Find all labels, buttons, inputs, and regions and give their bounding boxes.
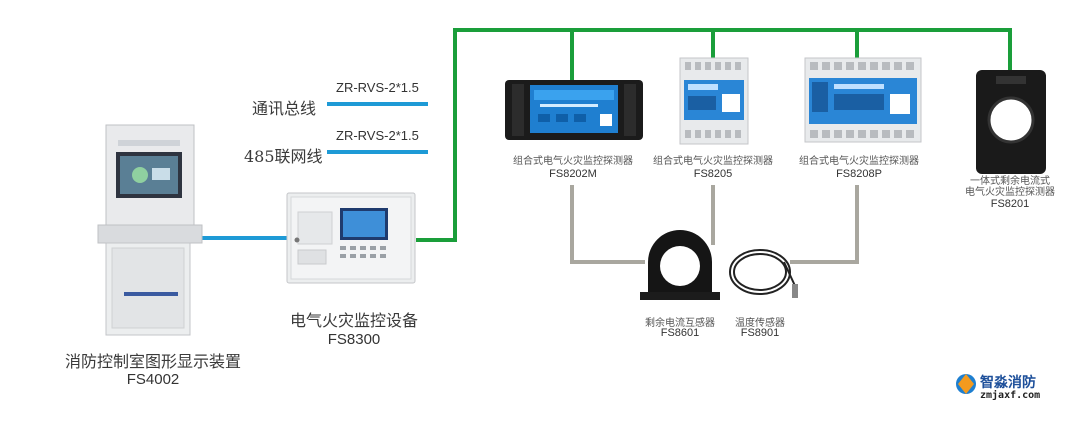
rs485-name: 485联网线: [244, 147, 323, 166]
det4-name-line2: 电气火灾监控探测器: [965, 187, 1055, 198]
ct-model: FS8601: [660, 327, 700, 339]
det3-name: 组合式电气火灾监控探测器: [799, 156, 919, 167]
temp-probe: [792, 284, 798, 298]
det2-name: 组合式电气火灾监控探测器: [653, 156, 773, 167]
detector-fs8208p: [804, 57, 922, 143]
monitor-name: 电气火灾监控设备: [289, 311, 418, 330]
detector-fs8201: [976, 70, 1046, 174]
det3-model: FS8208P: [836, 168, 882, 180]
monitor-model: FS8300: [327, 331, 381, 348]
gray-sensor-lines: [570, 185, 859, 264]
monitor-device: [286, 192, 416, 284]
temperature-sensor-fs8901: [729, 249, 797, 295]
comm-bus-cable: ZR-RVS-2*1.5: [336, 80, 419, 95]
logo-url: zmjaxf.com: [980, 390, 1041, 401]
green-bus-lines: [416, 28, 1012, 242]
display-name: 消防控制室图形显示装置: [64, 352, 241, 371]
det1-name: 组合式电气火灾监控探测器: [513, 156, 633, 167]
logo-name: 智淼消防: [980, 375, 1036, 391]
current-transformer-fs8601: [640, 230, 720, 300]
ct-name: 剩余电流互感器: [645, 318, 715, 329]
det4-model: FS8201: [990, 198, 1030, 210]
det1-model: FS8202M: [549, 168, 597, 180]
detector-fs8202m: [505, 80, 643, 140]
logo-mark: [956, 374, 976, 394]
rs485-cable: ZR-RVS-2*1.5: [336, 128, 419, 143]
comm-bus-name: 通讯总线: [252, 99, 317, 118]
display-model: FS4002: [126, 371, 180, 388]
temp-model: FS8901: [740, 327, 780, 339]
det2-model: FS8205: [693, 168, 733, 180]
temp-name: 温度传感器: [735, 318, 785, 329]
blue-lines: [200, 102, 428, 240]
detector-fs8205: [679, 57, 749, 145]
det4-name-line1: 一体式剩余电流式: [970, 176, 1050, 187]
graphic-display-cabinet: [97, 124, 203, 336]
